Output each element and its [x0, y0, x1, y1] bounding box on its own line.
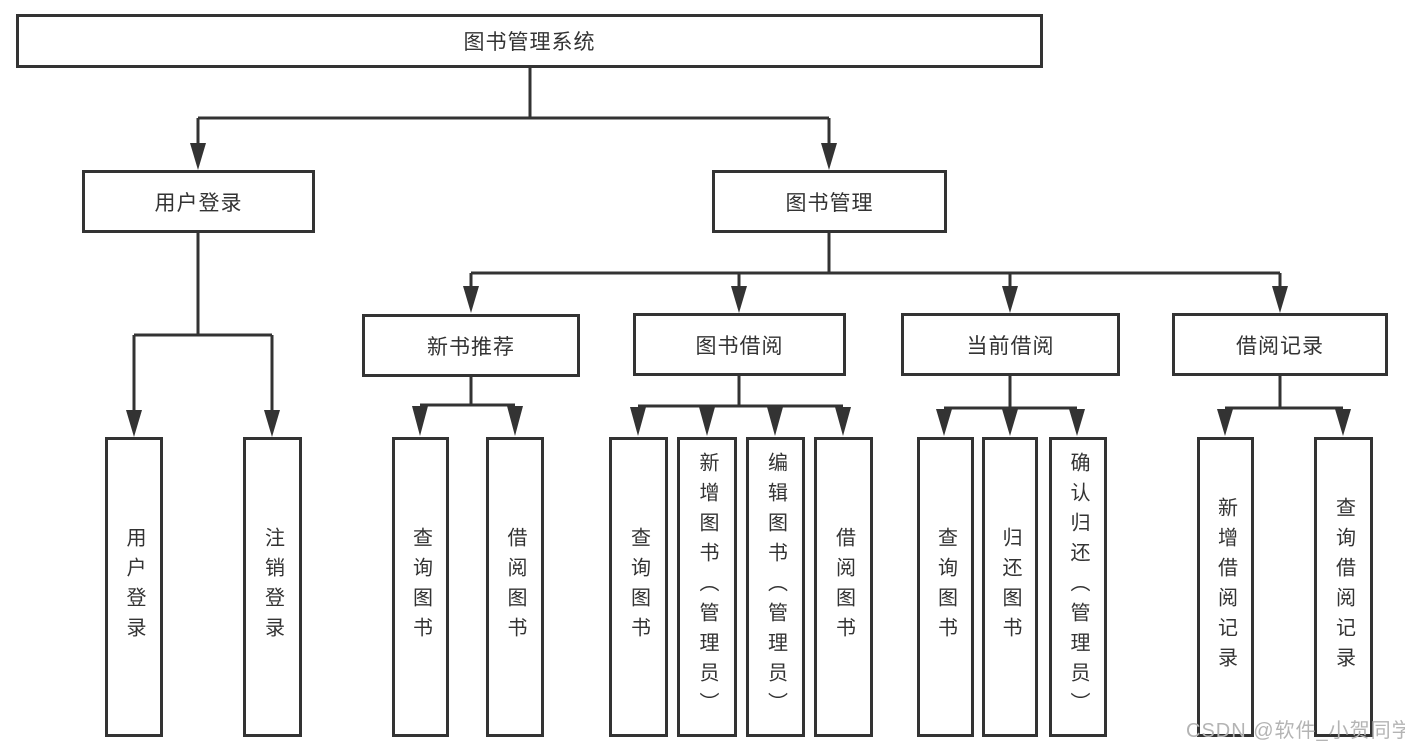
leaf-recommend-query-books: 查询图书 — [392, 437, 449, 737]
arrowhead — [835, 407, 851, 436]
arrowhead — [463, 286, 479, 313]
arrowhead — [1002, 409, 1018, 436]
node-label: 用户登录 — [123, 527, 145, 647]
node-current-borrow: 当前借阅 — [901, 313, 1120, 376]
leaf-current-return-books: 归还图书 — [982, 437, 1038, 737]
arrowhead — [731, 286, 747, 313]
arrowhead — [1217, 409, 1233, 436]
leaf-borrow-query-books: 查询图书 — [609, 437, 668, 737]
node-label: 图书借阅 — [695, 334, 784, 358]
node-label: 图书管理系统 — [463, 31, 596, 54]
node-label: 查询图书 — [627, 527, 650, 647]
arrowhead — [936, 409, 952, 436]
leaf-records-query-record: 查询借阅记录 — [1314, 437, 1373, 737]
arrowhead — [264, 410, 280, 437]
leaf-records-add-record: 新增借阅记录 — [1197, 437, 1254, 737]
node-label: 用户登录 — [154, 191, 243, 215]
node-label: 查询图书 — [934, 527, 957, 647]
node-label: 新书推荐 — [427, 335, 515, 359]
arrowhead — [190, 143, 206, 170]
node-label: 新增图书（管理员） — [696, 452, 718, 722]
connector-mgmt-to-level3 — [469, 233, 1282, 288]
connector-borrow-to-leaves — [638, 376, 843, 408]
arrowhead — [767, 407, 783, 436]
node-borrow-records: 借阅记录 — [1172, 313, 1388, 376]
node-label: 归还图书 — [999, 527, 1021, 647]
node-library-system: 图书管理系统 — [16, 14, 1043, 68]
leaf-borrow-add-books-admin: 新增图书（管理员） — [677, 437, 737, 737]
node-label: 编辑图书（管理员） — [764, 452, 787, 722]
node-label: 注销登录 — [261, 527, 284, 647]
node-label: 查询图书 — [409, 527, 432, 647]
node-new-book-recommend: 新书推荐 — [362, 314, 580, 377]
node-label: 新增借阅记录 — [1214, 497, 1237, 677]
connector-recommend-to-leaves — [420, 377, 515, 407]
leaf-current-confirm-return-admin: 确认归还（管理员） — [1049, 437, 1107, 737]
node-label: 查询借阅记录 — [1332, 497, 1355, 677]
arrowhead — [412, 406, 428, 436]
connector-records-to-leaves — [1225, 376, 1343, 410]
node-label: 借阅图书 — [832, 527, 855, 647]
node-label: 借阅记录 — [1236, 334, 1324, 358]
watermark: CSDN @软件_小贺同学 — [1186, 720, 1405, 742]
arrowhead — [1335, 409, 1351, 436]
leaf-borrow-borrow-books: 借阅图书 — [814, 437, 873, 737]
node-label: 确认归还（管理员） — [1067, 452, 1089, 722]
leaf-user-login: 用户登录 — [105, 437, 163, 737]
node-book-borrow: 图书借阅 — [633, 313, 846, 376]
leaf-logout: 注销登录 — [243, 437, 302, 737]
arrowhead — [699, 407, 715, 436]
leaf-recommend-borrow-books: 借阅图书 — [486, 437, 544, 737]
leaf-current-query-books: 查询图书 — [917, 437, 974, 737]
arrowheads — [126, 143, 1351, 437]
arrowhead — [126, 410, 142, 437]
node-user-login: 用户登录 — [82, 170, 315, 233]
connector-root-to-level2 — [196, 68, 831, 145]
arrowhead — [1272, 286, 1288, 313]
arrowhead — [1002, 286, 1018, 313]
node-book-management: 图书管理 — [712, 170, 947, 233]
connector-current-to-leaves — [944, 376, 1077, 410]
node-label: 当前借阅 — [966, 334, 1055, 358]
arrowhead — [507, 406, 523, 436]
arrowhead — [821, 143, 837, 170]
leaf-borrow-edit-books-admin: 编辑图书（管理员） — [746, 437, 805, 737]
arrowhead — [630, 407, 646, 436]
arrowhead — [1069, 409, 1085, 436]
node-label: 借阅图书 — [504, 527, 526, 647]
connector-login-to-leaves — [132, 233, 274, 412]
node-label: 图书管理 — [785, 191, 874, 215]
